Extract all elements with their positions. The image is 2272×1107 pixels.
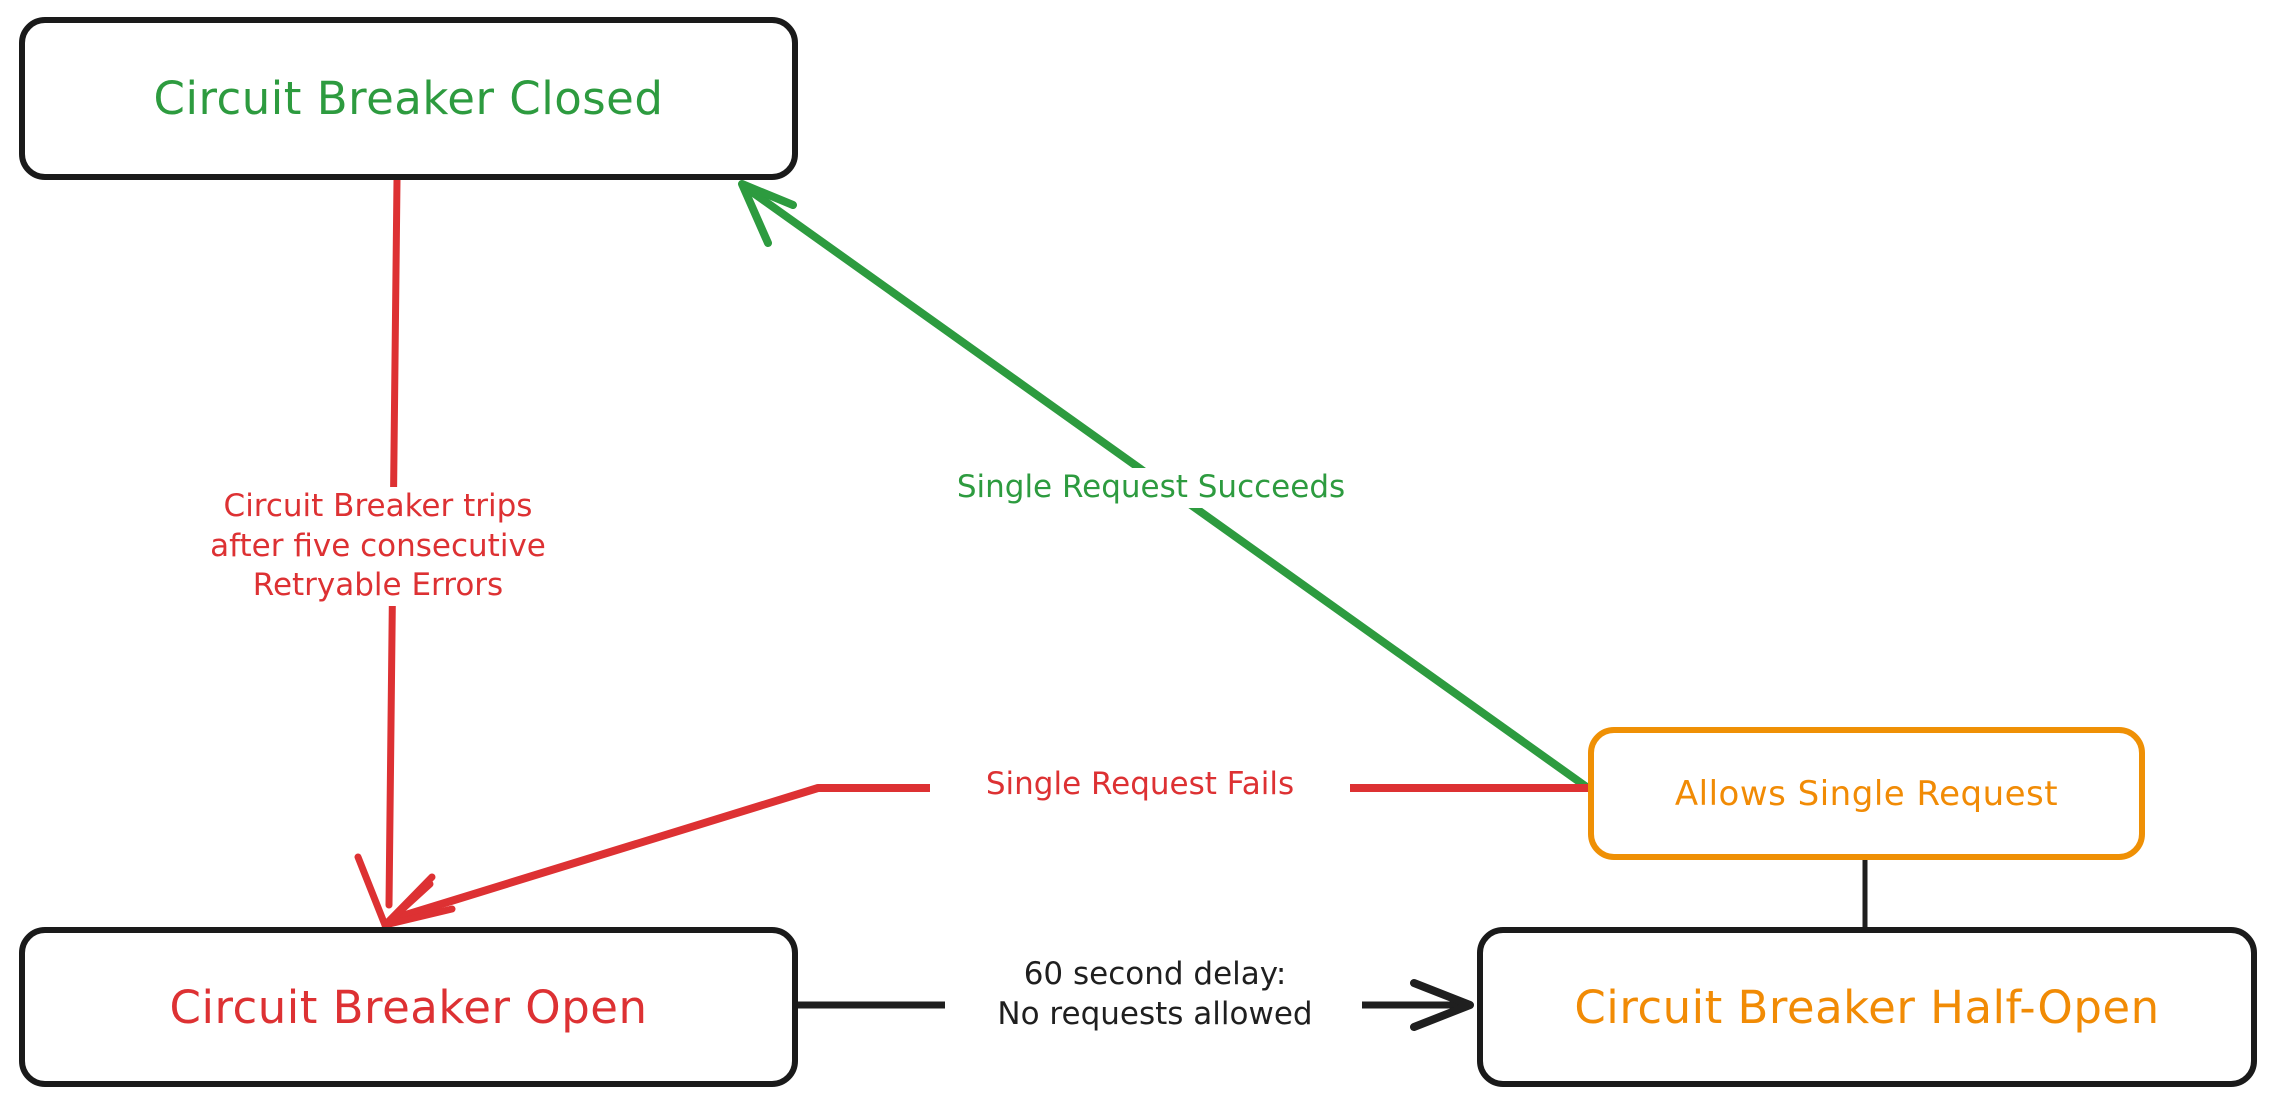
node-allows-single-request[interactable]: Allows Single Request — [1588, 727, 2145, 860]
edge-allows-to-open — [381, 784, 1592, 929]
node-label-allows-single-request: Allows Single Request — [1674, 773, 2059, 814]
node-label-closed: Circuit Breaker Closed — [153, 72, 664, 125]
node-circuit-breaker-closed[interactable]: Circuit Breaker Closed — [19, 17, 798, 180]
node-circuit-breaker-half-open[interactable]: Circuit Breaker Half-Open — [1477, 927, 2257, 1087]
edge-label-sixty-second-delay: 60 second delay: No requests allowed — [955, 955, 1355, 1035]
node-label-open: Circuit Breaker Open — [169, 980, 648, 1034]
edge-label-single-request-fails: Single Request Fails — [930, 765, 1350, 805]
edge-label-closed-to-open: Circuit Breaker trips after five consecu… — [178, 487, 578, 607]
node-circuit-breaker-open[interactable]: Circuit Breaker Open — [19, 927, 798, 1087]
node-label-half-open: Circuit Breaker Half-Open — [1574, 980, 2160, 1034]
edge-open-to-halfopen — [798, 979, 1474, 1031]
edge-label-single-request-succeeds: Single Request Succeeds — [906, 468, 1396, 508]
